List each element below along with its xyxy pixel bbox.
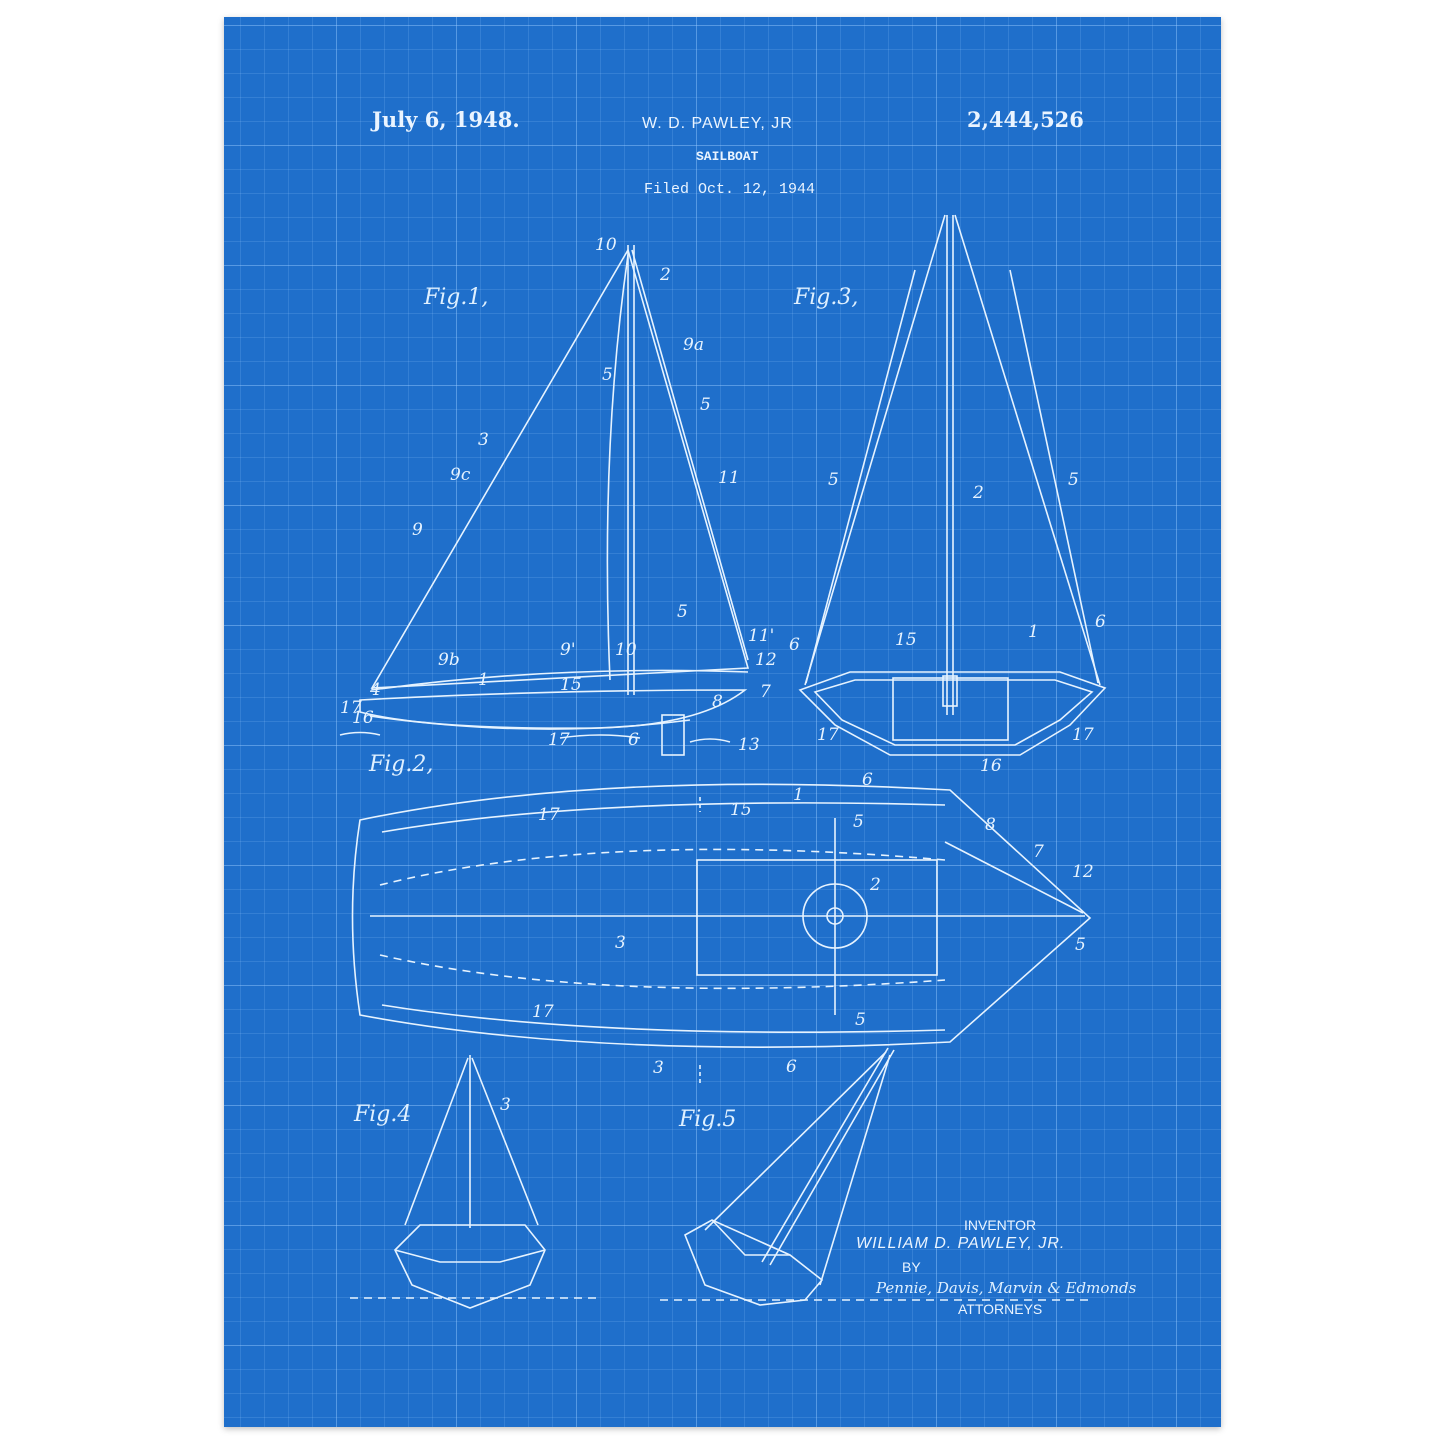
reference-numeral: 9a xyxy=(683,335,704,355)
reference-numeral: 5 xyxy=(700,395,711,415)
reference-numeral: 9c xyxy=(450,465,471,485)
reference-numeral: 5 xyxy=(677,602,688,622)
reference-numeral: 15 xyxy=(560,675,582,695)
fig2-hull-top-view xyxy=(351,783,1092,1085)
fig4-label: Fig.4 xyxy=(354,1102,412,1127)
reference-numeral: 13 xyxy=(738,735,760,755)
reference-numeral: 8 xyxy=(712,692,723,712)
reference-numeral: 7 xyxy=(1033,842,1044,862)
reference-numeral: 12 xyxy=(1072,862,1094,882)
reference-numeral: 7 xyxy=(760,682,771,702)
reference-numeral: 5 xyxy=(1068,470,1079,490)
fig5-boat-tilted-view xyxy=(660,1047,1090,1306)
attorneys-signature: Pennie, Davis, Marvin & Edmonds xyxy=(876,1279,1137,1297)
reference-numeral: 17 xyxy=(817,725,839,745)
reference-numeral: 10 xyxy=(615,640,637,660)
filed-date: Filed Oct. 12, 1944 xyxy=(644,181,816,198)
reference-numeral: 11 xyxy=(718,468,740,488)
fig2-label: Fig.2, xyxy=(369,752,434,777)
reference-numeral: 6 xyxy=(862,770,873,790)
fig4-boat-view xyxy=(350,1055,600,1309)
fig3-label: Fig.3, xyxy=(794,285,859,310)
reference-numeral: 3 xyxy=(478,430,489,450)
reference-numeral: 6 xyxy=(789,635,800,655)
reference-numeral: 16 xyxy=(352,708,374,728)
reference-numeral: 3 xyxy=(615,933,626,953)
reference-numeral: 5 xyxy=(1075,935,1086,955)
reference-numeral: 2 xyxy=(870,875,881,895)
reference-numeral: 11' xyxy=(748,626,775,646)
reference-numeral: 6 xyxy=(786,1057,797,1077)
reference-numeral: 8 xyxy=(985,815,996,835)
reference-numeral: 1 xyxy=(478,670,489,690)
patent-date: July 6, 1948. xyxy=(372,107,520,132)
inventor-header: W. D. PAWLEY, JR xyxy=(642,115,793,132)
fig5-label: Fig.5 xyxy=(679,1107,737,1132)
reference-numeral: 15 xyxy=(730,800,752,820)
patent-title: SAILBOAT xyxy=(696,149,759,164)
patent-number: 2,444,526 xyxy=(967,107,1084,132)
reference-numeral: 16 xyxy=(980,756,1002,776)
reference-numeral: 5 xyxy=(853,812,864,832)
fig3-sailboat-front-view xyxy=(798,214,1107,756)
by-label: BY xyxy=(902,1259,921,1275)
reference-numeral: 5 xyxy=(855,1010,866,1030)
attorneys-label: ATTORNEYS xyxy=(958,1301,1043,1317)
fig1-sailboat-side-view xyxy=(339,245,750,756)
reference-numeral: 6 xyxy=(1095,612,1106,632)
reference-numeral: 12 xyxy=(755,650,777,670)
reference-numeral: 6 xyxy=(628,730,639,750)
reference-numeral: 2 xyxy=(660,265,671,285)
reference-numeral: 15 xyxy=(895,630,917,650)
reference-numeral: 17 xyxy=(340,698,362,718)
reference-numeral: 5 xyxy=(602,365,613,385)
reference-numeral: 9' xyxy=(560,640,576,660)
reference-numeral: 5 xyxy=(828,470,839,490)
reference-numeral: 2 xyxy=(973,483,984,503)
inventor-name: WILLIAM D. PAWLEY, JR. xyxy=(856,1235,1066,1252)
reference-numeral: 9b xyxy=(438,650,460,670)
inventor-label: INVENTOR xyxy=(964,1217,1037,1233)
reference-numeral: 17 xyxy=(538,805,560,825)
reference-numeral: 17 xyxy=(548,730,570,750)
reference-numeral: 9 xyxy=(412,520,423,540)
reference-numeral: 3 xyxy=(653,1058,664,1078)
fig1-label: Fig.1, xyxy=(424,285,489,310)
reference-numeral: 17 xyxy=(1072,725,1094,745)
reference-numeral: 1 xyxy=(793,785,804,805)
reference-numeral: 4 xyxy=(370,680,381,700)
reference-numeral: 1 xyxy=(1028,622,1039,642)
reference-numeral: 10 xyxy=(595,235,617,255)
reference-numeral: 17 xyxy=(532,1002,554,1022)
reference-numeral: 3 xyxy=(500,1095,511,1115)
